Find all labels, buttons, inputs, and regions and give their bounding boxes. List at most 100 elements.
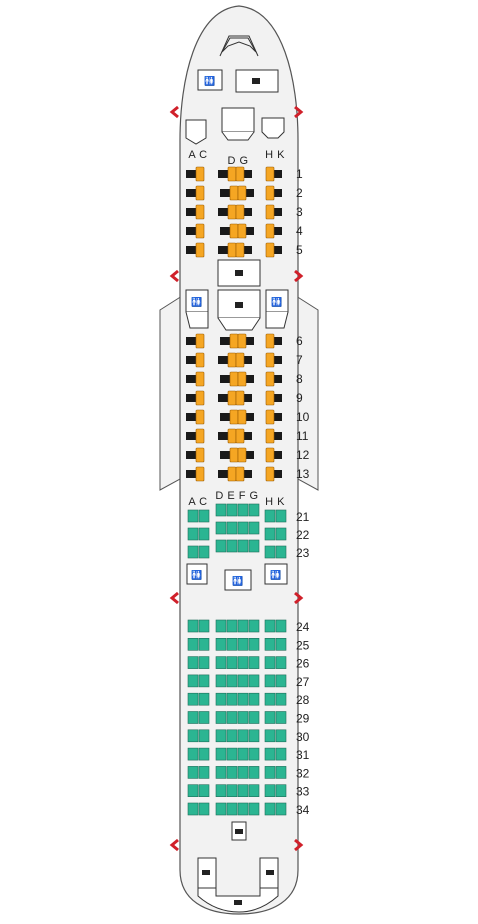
seat-25F[interactable] <box>237 637 249 651</box>
seat-25A[interactable] <box>187 637 199 651</box>
seat-32H[interactable] <box>264 766 276 779</box>
seat-21C[interactable] <box>198 509 210 523</box>
seat-23D[interactable] <box>215 539 227 553</box>
seat-8A[interactable] <box>186 371 205 387</box>
seat-30G[interactable] <box>248 729 260 743</box>
seat-11K[interactable] <box>265 428 282 444</box>
seat-13G[interactable] <box>235 466 252 482</box>
seat-28K[interactable] <box>275 692 287 706</box>
seat-32D[interactable] <box>215 766 227 779</box>
seat-7K[interactable] <box>265 352 282 368</box>
seat-26A[interactable] <box>187 656 199 669</box>
seat-21A[interactable] <box>187 509 199 523</box>
seat-4G[interactable] <box>237 223 254 239</box>
seat-5A[interactable] <box>186 242 205 258</box>
seat-30F[interactable] <box>237 729 249 743</box>
seat-21F[interactable] <box>237 503 249 517</box>
seat-32E[interactable] <box>226 766 238 779</box>
seat-28H[interactable] <box>264 692 276 706</box>
seat-23F[interactable] <box>237 539 249 553</box>
seat-26C[interactable] <box>198 656 210 669</box>
seat-21E[interactable] <box>226 503 238 517</box>
seat-32K[interactable] <box>275 766 287 779</box>
seat-24E[interactable] <box>226 619 238 633</box>
seat-29G[interactable] <box>248 711 260 724</box>
seat-26G[interactable] <box>248 656 260 669</box>
seat-7D[interactable] <box>218 352 237 368</box>
seat-28G[interactable] <box>248 692 260 706</box>
seat-26F[interactable] <box>237 656 249 669</box>
seat-31K[interactable] <box>275 747 287 761</box>
seat-27A[interactable] <box>187 674 199 688</box>
seat-8G[interactable] <box>237 371 254 387</box>
seat-29A[interactable] <box>187 711 199 724</box>
seat-27E[interactable] <box>226 674 238 688</box>
seat-12G[interactable] <box>237 447 254 463</box>
seat-32F[interactable] <box>237 766 249 779</box>
seat-25E[interactable] <box>226 637 238 651</box>
seat-10G[interactable] <box>237 409 254 425</box>
seat-1G[interactable] <box>235 166 252 182</box>
seat-23K[interactable] <box>275 545 287 559</box>
seat-13A[interactable] <box>186 466 205 482</box>
seat-4K[interactable] <box>265 223 282 239</box>
seat-24K[interactable] <box>275 619 287 633</box>
seat-8K[interactable] <box>265 371 282 387</box>
seat-25K[interactable] <box>275 637 287 651</box>
seat-21K[interactable] <box>275 509 287 523</box>
seat-25C[interactable] <box>198 637 210 651</box>
seat-24C[interactable] <box>198 619 210 633</box>
seat-6G[interactable] <box>237 333 254 349</box>
seat-29F[interactable] <box>237 711 249 724</box>
seat-34G[interactable] <box>248 802 260 816</box>
seat-27K[interactable] <box>275 674 287 688</box>
seat-10A[interactable] <box>186 409 205 425</box>
seat-28D[interactable] <box>215 692 227 706</box>
seat-2G[interactable] <box>237 185 254 201</box>
seat-28C[interactable] <box>198 692 210 706</box>
seat-29E[interactable] <box>226 711 238 724</box>
seat-30H[interactable] <box>264 729 276 743</box>
seat-34K[interactable] <box>275 802 287 816</box>
seat-26D[interactable] <box>215 656 227 669</box>
seat-28E[interactable] <box>226 692 238 706</box>
seat-6A[interactable] <box>186 333 205 349</box>
seat-23E[interactable] <box>226 539 238 553</box>
seat-24F[interactable] <box>237 619 249 633</box>
seat-22H[interactable] <box>264 527 276 541</box>
seat-30C[interactable] <box>198 729 210 743</box>
seat-21G[interactable] <box>248 503 260 517</box>
seat-28F[interactable] <box>237 692 249 706</box>
seat-31F[interactable] <box>237 747 249 761</box>
seat-2K[interactable] <box>265 185 282 201</box>
seat-34E[interactable] <box>226 802 238 816</box>
seat-33H[interactable] <box>264 784 276 798</box>
seat-31D[interactable] <box>215 747 227 761</box>
seat-2A[interactable] <box>186 185 205 201</box>
seat-12K[interactable] <box>265 447 282 463</box>
seat-27C[interactable] <box>198 674 210 688</box>
seat-32C[interactable] <box>198 766 210 779</box>
seat-12A[interactable] <box>186 447 205 463</box>
seat-29D[interactable] <box>215 711 227 724</box>
seat-26E[interactable] <box>226 656 238 669</box>
seat-31A[interactable] <box>187 747 199 761</box>
seat-13K[interactable] <box>265 466 282 482</box>
seat-21H[interactable] <box>264 509 276 523</box>
seat-23G[interactable] <box>248 539 260 553</box>
seat-24H[interactable] <box>264 619 276 633</box>
seat-9K[interactable] <box>265 390 282 406</box>
seat-31C[interactable] <box>198 747 210 761</box>
seat-23C[interactable] <box>198 545 210 559</box>
seat-33D[interactable] <box>215 784 227 798</box>
seat-11A[interactable] <box>186 428 205 444</box>
seat-22A[interactable] <box>187 527 199 541</box>
seat-24D[interactable] <box>215 619 227 633</box>
seat-28A[interactable] <box>187 692 199 706</box>
seat-24G[interactable] <box>248 619 260 633</box>
seat-26K[interactable] <box>275 656 287 669</box>
seat-33K[interactable] <box>275 784 287 798</box>
seat-27H[interactable] <box>264 674 276 688</box>
seat-22C[interactable] <box>198 527 210 541</box>
seat-29H[interactable] <box>264 711 276 724</box>
